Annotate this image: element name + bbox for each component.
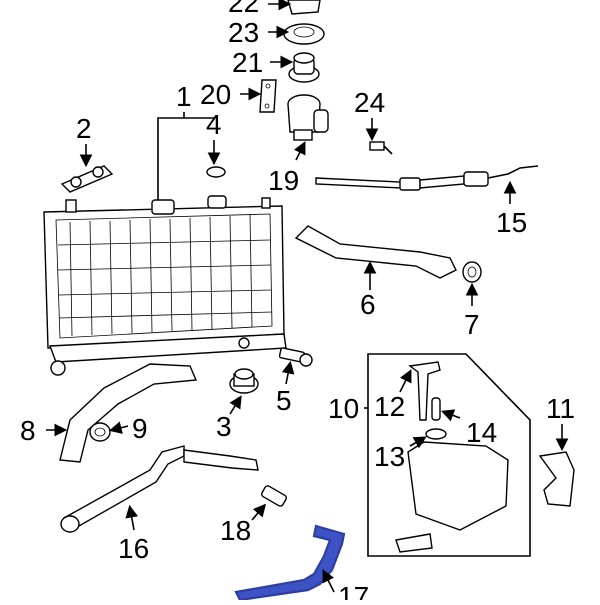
callout-17[interactable]: 17 [338,581,369,605]
callout-20[interactable]: 20 [200,79,231,110]
fitting-part-5[interactable] [278,347,313,367]
callout-13[interactable]: 13 [374,441,405,472]
callout-11[interactable]: 11 [546,393,575,424]
callout-5[interactable]: 5 [276,385,292,416]
leader-lines [46,0,569,593]
cap-part-4[interactable] [206,166,226,178]
pipe-part-17-highlighted[interactable] [234,524,346,602]
callout-14[interactable]: 14 [466,417,497,448]
hose-part-18[interactable] [261,485,288,507]
callout-2[interactable]: 2 [76,113,92,144]
callout-4[interactable]: 4 [206,109,222,140]
callout-19[interactable]: 19 [268,165,299,196]
gasket-part-20[interactable] [259,79,277,113]
hose-part-8[interactable] [59,363,198,463]
reservoir-tank-part[interactable] [395,441,509,553]
pipe-part-16[interactable] [60,445,259,533]
callout-9[interactable]: 9 [132,413,148,444]
hose-part-15[interactable] [315,165,539,191]
bracket-part-2[interactable] [60,165,114,193]
callout-7[interactable]: 7 [464,309,480,340]
callout-23[interactable]: 23 [228,17,259,48]
mount-part-3[interactable] [229,368,259,394]
callout-6[interactable]: 6 [360,289,376,320]
callout-3[interactable]: 3 [216,411,232,442]
reservoir-assembly-box [367,353,531,557]
clamp-part-7[interactable] [462,261,482,283]
gasket-part-23[interactable] [283,23,325,45]
sensor-part-24[interactable] [369,141,393,155]
callout-16[interactable]: 16 [118,533,149,564]
callout-12[interactable]: 12 [374,391,405,422]
callout-10[interactable]: 10 [328,393,359,424]
bracket-part-11[interactable] [538,451,575,507]
callout-15[interactable]: 15 [496,207,527,238]
cap-part-14[interactable] [431,397,441,421]
housing-part-19[interactable] [287,94,329,141]
callout-21[interactable]: 21 [232,47,263,78]
callout-8[interactable]: 8 [20,415,36,446]
hose-part-12[interactable] [408,361,441,421]
hose-part-6[interactable] [294,225,457,279]
callout-18[interactable]: 18 [220,515,251,546]
radiator-part[interactable] [43,195,287,376]
thermostat-part-21[interactable] [288,52,320,83]
callout-24[interactable]: 24 [354,87,385,118]
callout-22[interactable]: 22 [228,0,259,18]
clamp-part-9[interactable] [89,422,111,442]
cap-part-13[interactable] [425,428,447,440]
callout-1[interactable]: 1 [176,81,192,112]
cap-part-22[interactable] [287,0,321,15]
